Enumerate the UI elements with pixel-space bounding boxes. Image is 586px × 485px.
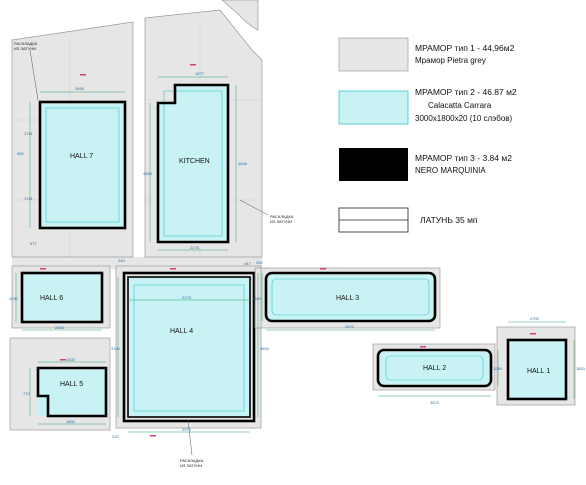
note-layout-3b: ИЗ ЛАТУНИ (180, 463, 202, 468)
dim-hall5-side: 770 (23, 391, 30, 396)
room-label-hall6: HALL 6 (40, 295, 63, 302)
black-border-hall3 (264, 271, 437, 323)
dim-hall3-bottom: 2870 (345, 324, 355, 329)
dim-hall7-side: 950 (17, 151, 24, 156)
brass-layout-notes: РАСКЛАДКА ИЗ ЛАТУНИ РАСКЛАДКА ИЗ ЛАТУНИ … (14, 41, 294, 468)
legend-type3-sub: NERO MARQUINIA (415, 166, 486, 175)
dim-hall7-bottom: 677 (30, 241, 37, 246)
black-border-hall4-outer (122, 271, 256, 423)
cyan-hall7 (40, 102, 125, 228)
legend-swatch-type2 (338, 90, 409, 125)
room-label-hall1: HALL 1 (527, 368, 550, 375)
room-label-hall4: HALL 4 (170, 328, 193, 335)
dim-hall1-top: 2700 (530, 316, 540, 321)
dim-hall6-bottom: 2982 (55, 325, 65, 330)
cyan-hall3 (266, 273, 435, 321)
dim-hall4-bottom: 2970 (182, 427, 192, 432)
note-layout-2b: ИЗ ЛАТУНИ (270, 219, 292, 224)
note-layout-2a: РАСКЛАДКА (270, 214, 294, 219)
dim-kitchen-top: 1877 (195, 71, 205, 76)
dim-hall5-bottom: 1850 (66, 419, 76, 424)
outline-strokes (9, 0, 576, 431)
dim-kitchen-side: 4060 (143, 171, 153, 176)
legend: МРАМОР тип 1 - 44,96м2 Мрамор Pietra gre… (338, 37, 517, 233)
legend-type1-sub: Мрамор Pietra grey (415, 56, 486, 65)
black-marble-borders (20, 83, 568, 423)
note-layout-3a: РАСКЛАДКА (180, 458, 204, 463)
room-label-hall3: HALL 3 (336, 295, 359, 302)
dim-hall1-side: 1853 (576, 366, 586, 371)
dim-kitchen-right: 4846 (238, 161, 248, 166)
cyan-hall6 (22, 273, 102, 322)
room-label-hall2: HALL 2 (423, 365, 446, 372)
dimension-texts: 2695 1781 1781 950 677 1877 4060 4846 22… (9, 71, 586, 439)
cyan-hall4 (128, 277, 250, 417)
dim-small-a: 250 (256, 260, 263, 265)
dim-kitchen-bottom: 2278 (190, 245, 200, 250)
legend-type2-sub2: 3000х1800х20 (10 слэбов) (415, 114, 513, 123)
cyan-kitchen (158, 85, 228, 242)
dim-hall7-left2: 1781 (24, 196, 34, 201)
dim-small-c: 210 (112, 434, 119, 439)
note-layout-1a: РАСКЛАДКА (14, 41, 38, 46)
room-label-hall7: HALL 7 (70, 153, 93, 160)
legend-swatch-type3 (339, 148, 408, 181)
dim-hall2-side: 1280 (493, 366, 503, 371)
black-border-hall2 (376, 348, 493, 388)
legend-type3-title: МРАМОР тип 3 - 3.84 м2 (415, 153, 512, 163)
black-border-hall4-inner (127, 276, 251, 418)
room-labels: HALL 7 KITCHEN HALL 6 HALL 4 HALL 3 HALL… (40, 153, 550, 388)
legend-brass-label: ЛАТУНЬ 35 мп (420, 215, 478, 225)
dim-hall5-top: 1530 (66, 357, 76, 362)
black-border-kitchen (156, 83, 230, 244)
cyan-hall5 (38, 368, 106, 416)
dim-hall7-top: 2695 (75, 86, 85, 91)
dimension-lines (15, 76, 575, 433)
note-layout-1b: ИЗ ЛАТУНИ (14, 46, 36, 51)
legend-type2-sub1: Calacatta Carrara (428, 101, 492, 110)
dim-hall3-side: 1300 (252, 296, 262, 301)
room-label-kitchen: KITCHEN (179, 158, 210, 165)
dim-hall7-left: 1781 (24, 131, 34, 136)
cyan-hall1 (508, 340, 566, 399)
black-border-hall6 (20, 271, 104, 324)
cyan-frame-lines (45, 90, 484, 412)
dim-hall4-side: 3160 (111, 346, 121, 351)
dim-hall4-right: 3600 (260, 346, 270, 351)
dim-hall6-side: 1290 (9, 296, 19, 301)
legend-swatch-type1 (338, 37, 409, 72)
black-border-hall5 (36, 366, 108, 418)
cyan-marble-areas (22, 85, 566, 417)
room-label-hall5: HALL 5 (60, 381, 83, 388)
legend-type2-title: МРАМОР тип 2 - 46.87 м2 (415, 87, 517, 97)
black-border-hall1 (506, 338, 568, 401)
dim-small-b: 240 (118, 258, 125, 263)
dim-hall4-top: 2278 (182, 295, 192, 300)
dim-hall2-bottom: 3673 (430, 400, 440, 405)
cyan-hall2 (378, 350, 491, 386)
legend-type1-title: МРАМОР тип 1 - 44,96м2 (415, 43, 515, 53)
black-border-hall7 (38, 100, 127, 230)
leader-lines (29, 49, 269, 456)
dim-small-d: 447 (244, 261, 251, 266)
pink-markers (40, 64, 536, 437)
